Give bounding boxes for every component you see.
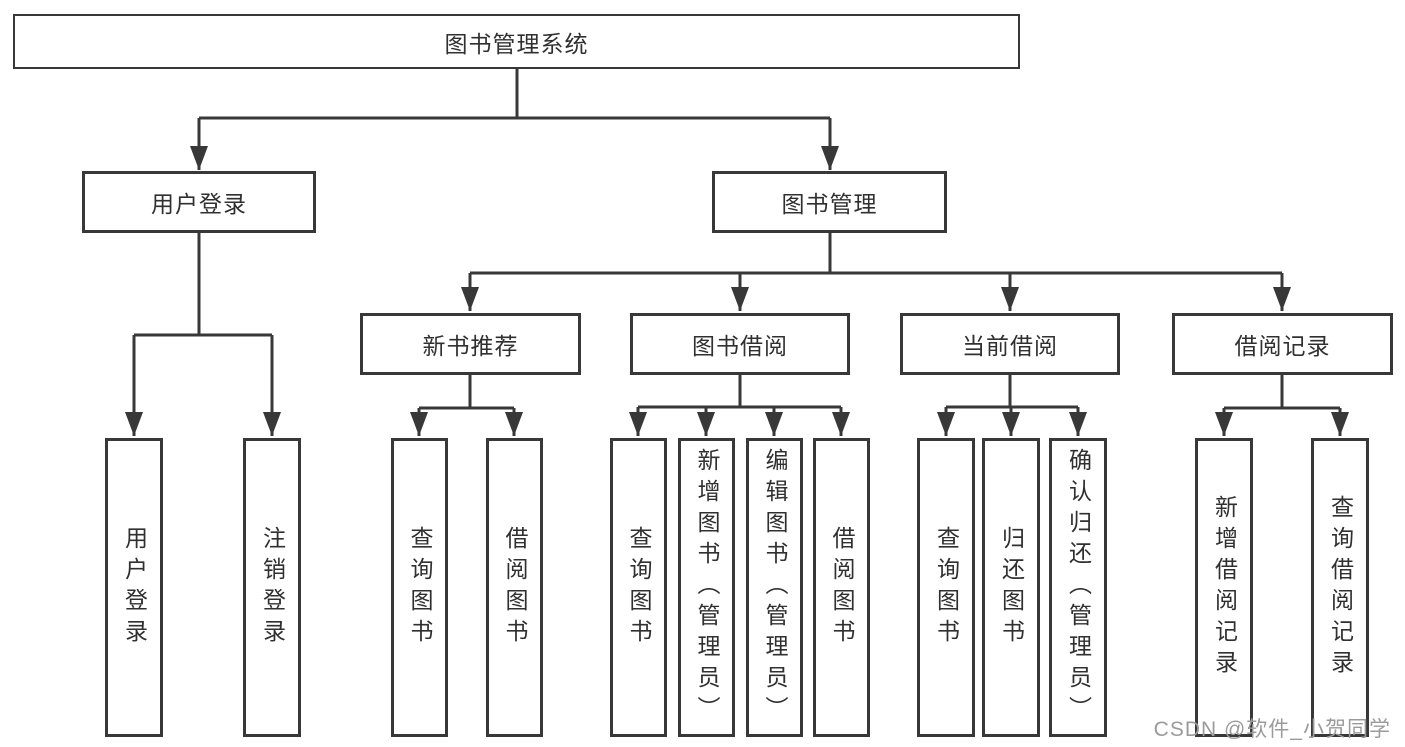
node-book-borrowing: 图书借阅	[630, 313, 850, 375]
leaf-records-query-record-label: 查询借阅记录	[1327, 494, 1354, 681]
leaf-current-return-books-label: 归还图书	[998, 525, 1025, 650]
leaf-borrowing-edit-books-admin-label: 编辑图书（管理员）	[762, 448, 788, 727]
leaf-current-query-books-label: 查询图书	[933, 525, 960, 650]
leaf-records-add-record-label: 新增借阅记录	[1211, 494, 1238, 681]
leaf-records-add-record: 新增借阅记录	[1195, 438, 1253, 737]
leaf-borrowing-query-books-label: 查询图书	[626, 525, 652, 650]
node-book-management-system: 图书管理系统	[13, 14, 1020, 69]
node-borrowing-records: 借阅记录	[1172, 313, 1393, 375]
node-user-login: 用户登录	[82, 171, 316, 233]
node-current-borrowing-label: 当前借阅	[962, 333, 1058, 359]
node-new-book-recommend-label: 新书推荐	[422, 333, 519, 359]
leaf-logout: 注销登录	[243, 438, 301, 737]
leaf-current-return-books: 归还图书	[982, 438, 1040, 737]
node-current-borrowing: 当前借阅	[900, 313, 1120, 375]
leaf-logout-label: 注销登录	[259, 525, 286, 650]
leaf-records-query-record: 查询借阅记录	[1311, 438, 1369, 737]
leaf-borrowing-borrow-books: 借阅图书	[813, 438, 870, 737]
leaf-borrowing-query-books: 查询图书	[610, 438, 667, 737]
leaf-borrowing-add-books-admin-label: 新增图书（管理员）	[694, 448, 720, 727]
leaf-current-confirm-return-admin: 确认归还（管理员）	[1049, 438, 1107, 737]
leaf-recommend-borrow-books: 借阅图书	[486, 438, 543, 737]
leaf-borrowing-borrow-books-label: 借阅图书	[829, 525, 855, 650]
leaf-borrowing-add-books-admin: 新增图书（管理员）	[678, 438, 735, 737]
leaf-current-confirm-return-admin-label: 确认归还（管理员）	[1065, 448, 1092, 727]
node-user-login-label: 用户登录	[151, 191, 247, 217]
leaf-recommend-query-books: 查询图书	[391, 438, 448, 737]
node-book-management-system-label: 图书管理系统	[444, 30, 589, 57]
leaf-current-query-books: 查询图书	[917, 438, 975, 737]
leaf-borrowing-edit-books-admin: 编辑图书（管理员）	[746, 438, 803, 737]
leaf-user-login: 用户登录	[105, 438, 163, 737]
node-book-management-label: 图书管理	[781, 191, 878, 217]
node-new-book-recommend: 新书推荐	[360, 313, 581, 375]
csdn-watermark: CSDN @软件_小贺同学	[1153, 718, 1391, 741]
node-book-borrowing-label: 图书借阅	[692, 333, 788, 359]
leaf-recommend-borrow-books-label: 借阅图书	[502, 525, 528, 650]
node-borrowing-records-label: 借阅记录	[1234, 333, 1331, 359]
node-book-management: 图书管理	[712, 171, 947, 233]
leaf-user-login-label: 用户登录	[121, 525, 148, 650]
leaf-recommend-query-books-label: 查询图书	[407, 525, 433, 650]
